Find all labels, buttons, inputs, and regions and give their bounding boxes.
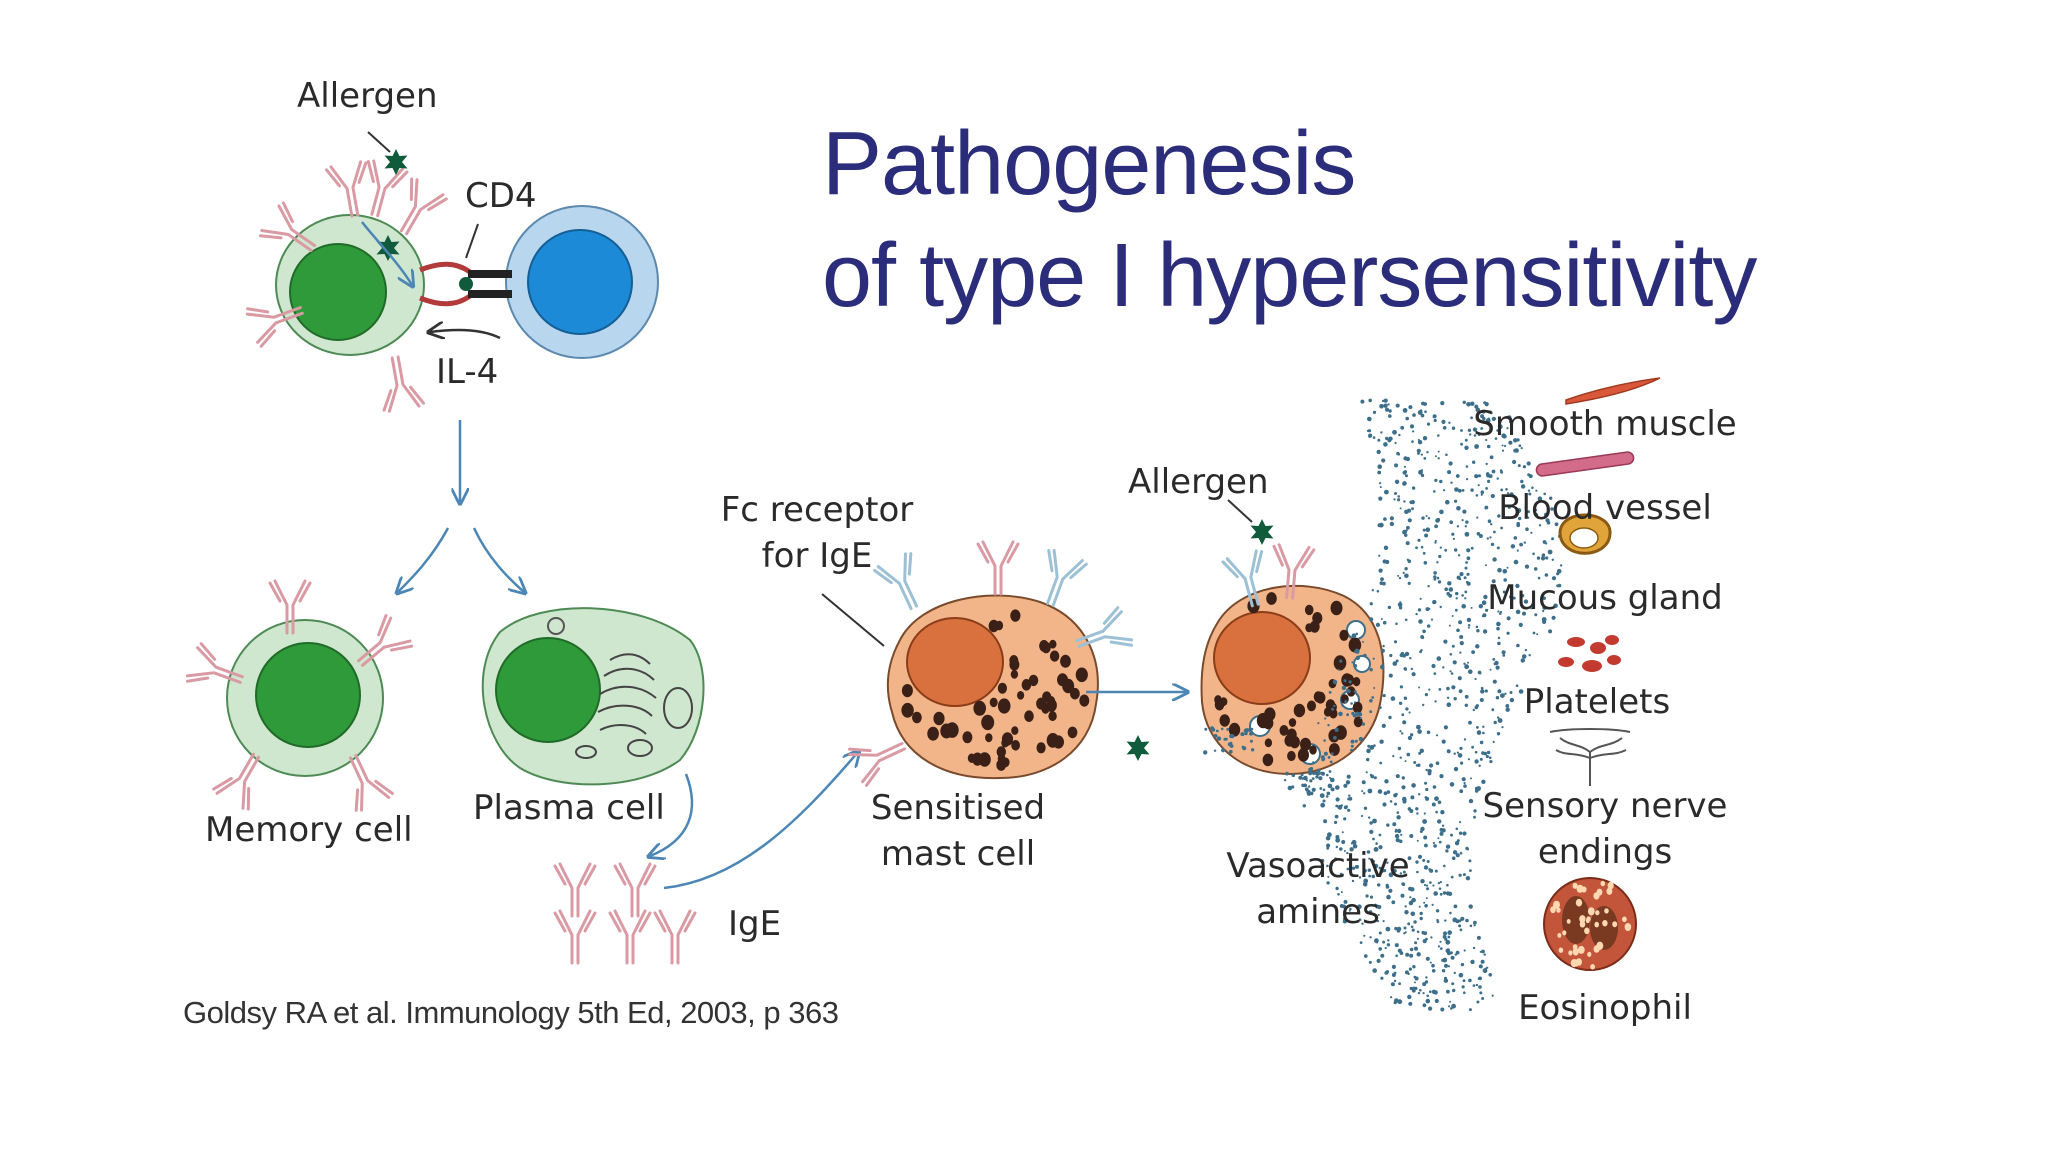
ige-label: IgE (728, 904, 782, 944)
mhc-tcr-synapse (419, 261, 512, 307)
sensory-line-1: Sensory nerve (1482, 786, 1728, 826)
allergen-icon-top (384, 149, 408, 175)
target-eosinophil: Eosinophil (1518, 988, 1692, 1028)
target-platelets: Platelets (1523, 682, 1671, 722)
allergen-label-top: Allergen (297, 76, 438, 116)
citation: Goldsy RA et al. Immunology 5th Ed, 2003… (183, 995, 839, 1030)
target-mucous-gland: Mucous gland (1487, 578, 1723, 618)
target-sensory-nerve-endings: Sensory nerve endings (1470, 784, 1740, 876)
allergen-label-right: Allergen (1128, 462, 1269, 502)
fc-receptor-pointer (821, 593, 885, 647)
mucous-gland-icon (1558, 513, 1612, 555)
vasoactive-amines-cloud (1203, 398, 1563, 1012)
page-title: Pathogenesis of type I hypersensitivity (822, 108, 1757, 332)
il4-label: IL-4 (436, 352, 499, 392)
allergen-pointer-right (1227, 499, 1253, 523)
eosinophil-granules (1550, 880, 1632, 970)
mast-cell-granules (901, 609, 1090, 771)
cd4-pointer (465, 223, 479, 259)
b-cell-top (275, 214, 425, 356)
eosinophil-icon (1543, 877, 1637, 971)
t-cell (505, 205, 659, 359)
secretion-arrow (650, 773, 694, 856)
vasoactive-line-2: amines (1256, 891, 1380, 932)
fc-receptor-label: Fc receptor for IgE (712, 488, 922, 580)
target-blood-vessel: Blood vessel (1498, 488, 1712, 528)
ige-binding-arrow (663, 752, 858, 890)
title-line-2: of type I hypersensitivity (822, 226, 1757, 326)
cd4-label: CD4 (465, 176, 537, 216)
branch-arrow-memory (398, 527, 450, 592)
branch-arrow-plasma (472, 527, 524, 592)
free-ige-antibodies (553, 862, 697, 965)
sensory-line-2: endings (1537, 831, 1673, 872)
sensitised-line-1: Sensitised (870, 788, 1046, 828)
allergen-pointer-top (367, 131, 391, 153)
sensory-nerve-icon (1549, 728, 1631, 786)
il4-arrow (430, 330, 501, 338)
blood-vessel-icon (1535, 451, 1635, 477)
smooth-muscle-icon (1565, 377, 1661, 405)
fc-receptor-line-1: Fc receptor (720, 490, 914, 530)
degranulating-granules (1214, 592, 1363, 767)
plasma-cell-label: Plasma cell (473, 788, 665, 828)
fc-receptor-line-2: for IgE (761, 535, 873, 576)
vasoactive-amines-label: Vasoactive amines (1218, 844, 1418, 936)
sensitised-line-2: mast cell (880, 833, 1036, 874)
memory-cell-label: Memory cell (205, 810, 413, 850)
processing-arrow (361, 221, 412, 285)
platelets-icon (1558, 635, 1621, 672)
title-line-1: Pathogenesis (822, 114, 1356, 214)
vasoactive-line-1: Vasoactive (1226, 846, 1410, 886)
target-smooth-muscle: Smooth muscle (1473, 404, 1737, 444)
sensitised-mast-cell-label: Sensitised mast cell (858, 786, 1058, 878)
plasma-cell (481, 607, 705, 786)
memory-cell (226, 619, 384, 777)
free-allergen-icon (1126, 735, 1150, 761)
allergen-icon-right (1250, 519, 1274, 545)
